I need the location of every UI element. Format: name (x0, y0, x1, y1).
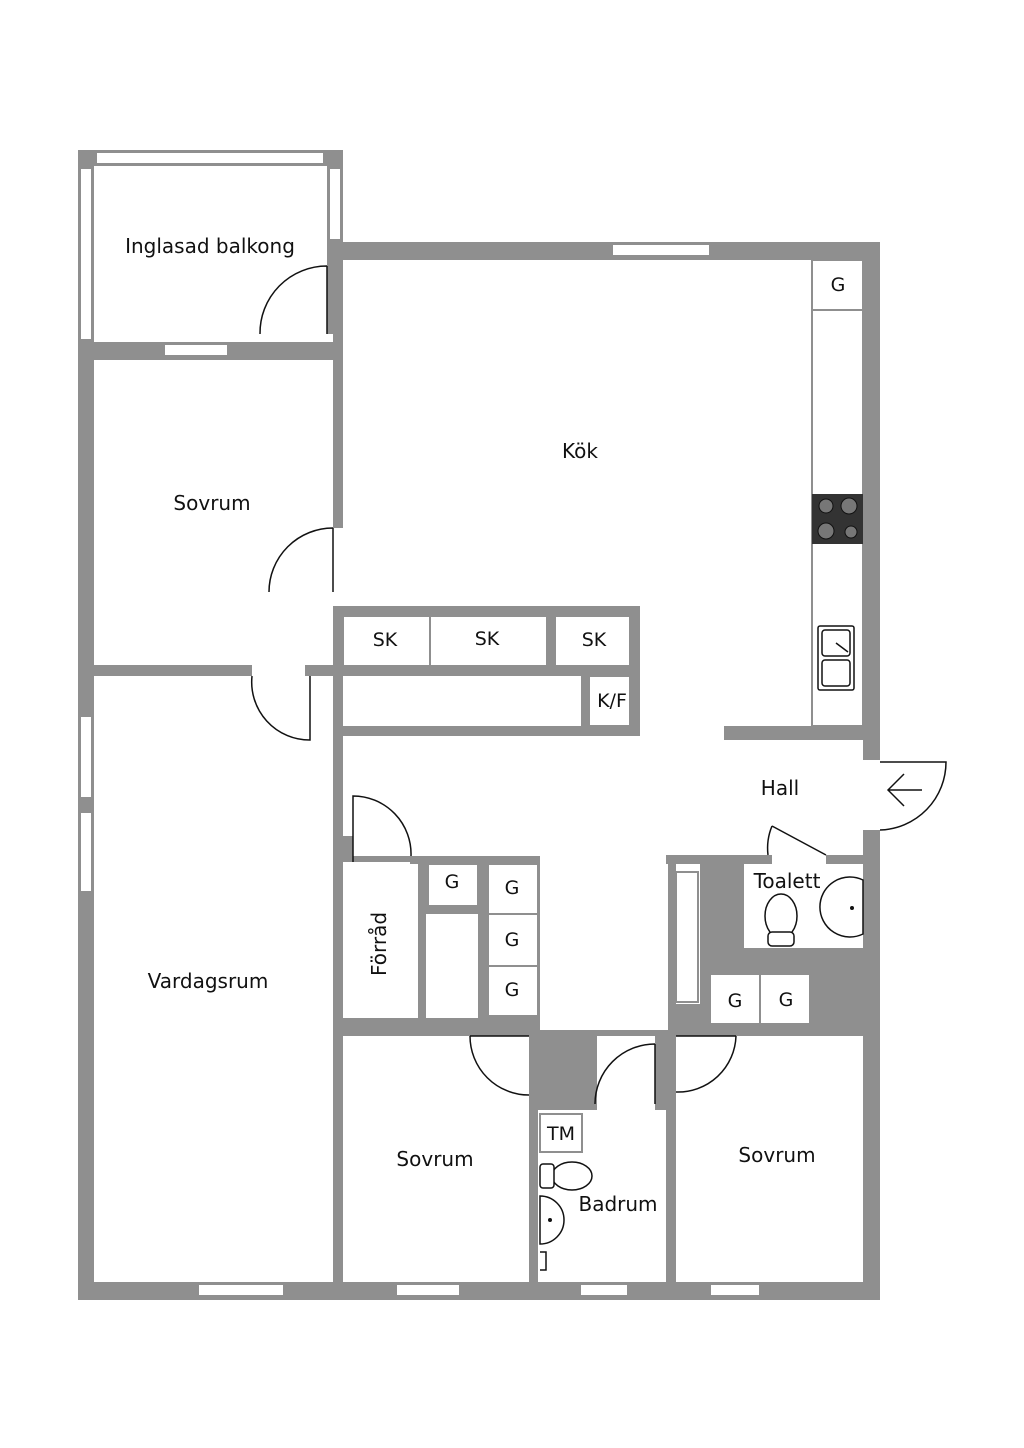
window-balcony-left (79, 167, 93, 341)
room-label-kitchen: Kök (562, 439, 598, 463)
label-g-col-1: G (505, 877, 520, 899)
window-bedroom-top (163, 343, 229, 357)
bedroom-top-floor (94, 360, 333, 665)
room-label-bedroom-top: Sovrum (173, 491, 250, 515)
room-label-bathroom: Badrum (578, 1192, 657, 1216)
label-g-col-3: G (505, 979, 520, 1001)
window-bath (579, 1283, 629, 1297)
window-living-bottom (197, 1283, 285, 1297)
room-label-bedroom-right: Sovrum (738, 1143, 815, 1167)
storage-floor (343, 862, 418, 1018)
toilet-bowl-icon (764, 893, 798, 947)
labels: Inglasad balkong Kök Sovrum Vardagsrum H… (125, 234, 845, 1216)
kitchen-counter (724, 259, 880, 740)
label-g-hall-1: G (728, 990, 743, 1012)
room-label-toilet: Toalett (753, 869, 821, 893)
entrance-arrow-icon (886, 773, 922, 807)
window-bedroom-mid (395, 1283, 461, 1297)
bath-toilet-icon (539, 1161, 593, 1191)
label-g-col-2: G (505, 929, 520, 951)
room-label-balcony: Inglasad balkong (125, 234, 295, 258)
label-g-hall-2: G (779, 989, 794, 1011)
windows (79, 151, 761, 1297)
room-label-hall: Hall (761, 776, 799, 800)
balcony-floor (94, 166, 327, 342)
kitchen-cabinets (333, 606, 640, 750)
storage-floor-2 (418, 914, 478, 1018)
hall-floor-2 (540, 850, 668, 1030)
faucet-icon (540, 1251, 547, 1271)
living-floor (94, 676, 333, 1282)
toilet-sink-icon (819, 876, 864, 938)
door-balcony (259, 265, 328, 335)
window-balcony-right (328, 167, 342, 241)
label-sk-2: SK (475, 628, 500, 650)
window-living-2 (79, 811, 93, 893)
fixtures (539, 876, 864, 1271)
room-label-bedroom-mid: Sovrum (396, 1147, 473, 1171)
floors (94, 166, 863, 1282)
label-kf: K/F (597, 690, 627, 712)
interior-walls (94, 242, 880, 1300)
label-g-kitchen: G (831, 274, 846, 296)
label-sk-3: SK (582, 629, 607, 651)
label-g-storage: G (445, 871, 460, 893)
window-kitchen (611, 243, 711, 257)
label-sk-1: SK (373, 629, 398, 651)
room-label-living: Vardagsrum (148, 969, 269, 993)
window-bedroom-right (709, 1283, 761, 1297)
bath-sink-icon (539, 1195, 565, 1245)
doors (250, 265, 947, 1110)
room-label-storage: Förråd (367, 912, 391, 976)
kitchen-sink-icon (817, 625, 855, 691)
laundry-box (539, 1113, 583, 1153)
label-tm: TM (546, 1123, 575, 1145)
hall-corridor (700, 740, 863, 856)
door-entrance (879, 761, 947, 831)
window-living-1 (79, 715, 93, 799)
window-balcony-top (95, 151, 325, 165)
